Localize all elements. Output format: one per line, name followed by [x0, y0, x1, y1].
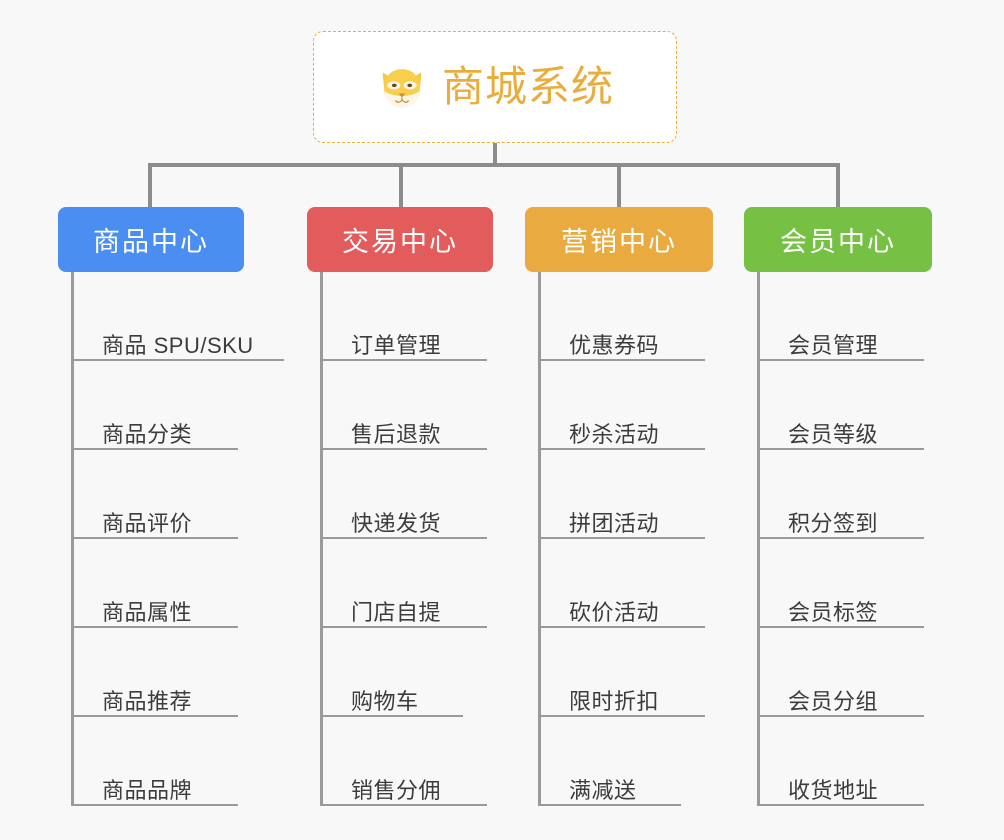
list-item[interactable]: 商品品牌: [74, 717, 254, 806]
root-node[interactable]: 商城系统: [313, 31, 677, 143]
leaf-underline: [541, 715, 705, 717]
leaf-label: 售后退款: [351, 421, 442, 447]
list-item[interactable]: 收货地址: [760, 717, 932, 806]
leaf-underline: [541, 448, 705, 450]
leaf-label: 商品推荐: [102, 688, 193, 714]
branch-product-center: 商品中心 商品 SPU/SKU 商品分类 商品评价 商品属性 商品推荐: [58, 207, 284, 806]
leaf-label: 商品品牌: [102, 777, 193, 803]
leaf-underline: [323, 715, 463, 717]
leaf-list-product-center: 商品 SPU/SKU 商品分类 商品评价 商品属性 商品推荐 商品品牌: [71, 272, 284, 806]
leaf-label: 积分签到: [788, 510, 879, 536]
leaf-underline: [760, 359, 924, 361]
leaf-underline: [760, 537, 924, 539]
list-item[interactable]: 商品推荐: [74, 628, 254, 717]
leaf-underline: [74, 448, 238, 450]
leaf-underline: [74, 804, 238, 806]
leaf-underline: [541, 359, 705, 361]
list-item[interactable]: 会员标签: [760, 539, 932, 628]
leaf-label: 商品评价: [102, 510, 193, 536]
list-item[interactable]: 购物车: [323, 628, 493, 717]
leaf-label: 购物车: [351, 688, 419, 714]
leaf-underline: [541, 804, 681, 806]
leaf-label: 会员管理: [788, 332, 879, 358]
branch-label: 商品中心: [93, 227, 209, 257]
connector-drop-member-center: [836, 163, 840, 207]
leaf-label: 快递发货: [351, 510, 442, 536]
list-item[interactable]: 会员分组: [760, 628, 932, 717]
leaf-label: 收货地址: [788, 777, 879, 803]
leaf-label: 砍价活动: [569, 599, 660, 625]
list-item[interactable]: 门店自提: [323, 539, 493, 628]
leaf-list-marketing-center: 优惠券码 秒杀活动 拼团活动 砍价活动 限时折扣 满减送: [538, 272, 713, 806]
list-item[interactable]: 商品属性: [74, 539, 254, 628]
list-item[interactable]: 优惠券码: [541, 272, 713, 361]
leaf-label: 满减送: [569, 777, 637, 803]
leaf-underline: [323, 359, 487, 361]
leaf-label: 秒杀活动: [569, 421, 660, 447]
connector-drop-product-center: [148, 163, 152, 207]
leaf-list-member-center: 会员管理 会员等级 积分签到 会员标签 会员分组 收货地址: [757, 272, 932, 806]
branch-header-trade-center[interactable]: 交易中心: [307, 207, 493, 272]
list-item[interactable]: 订单管理: [323, 272, 493, 361]
leaf-underline: [74, 715, 238, 717]
branch-member-center: 会员中心 会员管理 会员等级 积分签到 会员标签 会员分组: [744, 207, 932, 806]
branch-label: 会员中心: [780, 227, 896, 257]
leaf-underline: [74, 359, 284, 361]
leaf-label: 商品分类: [102, 421, 193, 447]
list-item[interactable]: 售后退款: [323, 361, 493, 450]
connector-drop-trade-center: [399, 163, 403, 207]
leaf-underline: [760, 804, 924, 806]
connector-drop-marketing-center: [617, 163, 621, 207]
list-item[interactable]: 商品评价: [74, 450, 254, 539]
list-item[interactable]: 砍价活动: [541, 539, 713, 628]
leaf-underline: [323, 537, 487, 539]
leaf-underline: [74, 537, 238, 539]
branch-label: 营销中心: [561, 227, 677, 257]
leaf-label: 商品属性: [102, 599, 193, 625]
list-item[interactable]: 积分签到: [760, 450, 932, 539]
shiba-dog-face-icon: [382, 69, 422, 108]
leaf-underline: [323, 448, 487, 450]
leaf-underline: [760, 715, 924, 717]
root-title: 商城系统: [441, 63, 614, 110]
list-item[interactable]: 满减送: [541, 717, 713, 806]
leaf-label: 销售分佣: [351, 777, 442, 803]
leaf-underline: [323, 626, 487, 628]
leaf-label: 会员等级: [788, 421, 879, 447]
leaf-underline: [74, 626, 238, 628]
leaf-label: 商品 SPU/SKU: [102, 332, 254, 358]
list-item[interactable]: 快递发货: [323, 450, 493, 539]
list-item[interactable]: 会员管理: [760, 272, 932, 361]
leaf-underline: [760, 448, 924, 450]
leaf-underline: [323, 804, 487, 806]
leaf-underline: [760, 626, 924, 628]
list-item[interactable]: 商品分类: [74, 361, 254, 450]
branch-marketing-center: 营销中心 优惠券码 秒杀活动 拼团活动 砍价活动 限时折扣: [525, 207, 713, 806]
connector-horizontal-bus: [148, 163, 840, 167]
branch-label: 交易中心: [342, 227, 458, 257]
leaf-underline: [541, 626, 705, 628]
leaf-label: 优惠券码: [569, 332, 660, 358]
leaf-underline: [541, 537, 705, 539]
leaf-label: 限时折扣: [569, 688, 660, 714]
branch-header-product-center[interactable]: 商品中心: [58, 207, 244, 272]
list-item[interactable]: 会员等级: [760, 361, 932, 450]
list-item[interactable]: 销售分佣: [323, 717, 493, 806]
leaf-label: 拼团活动: [569, 510, 660, 536]
leaf-label: 门店自提: [351, 599, 442, 625]
leaf-list-trade-center: 订单管理 售后退款 快递发货 门店自提 购物车 销售分佣: [320, 272, 493, 806]
list-item[interactable]: 商品 SPU/SKU: [74, 272, 284, 361]
leaf-label: 会员分组: [788, 688, 879, 714]
connector-root-stem: [493, 143, 497, 167]
list-item[interactable]: 限时折扣: [541, 628, 713, 717]
branch-header-marketing-center[interactable]: 营销中心: [525, 207, 713, 272]
branch-trade-center: 交易中心 订单管理 售后退款 快递发货 门店自提 购物车: [307, 207, 493, 806]
list-item[interactable]: 秒杀活动: [541, 361, 713, 450]
leaf-label: 订单管理: [351, 332, 442, 358]
branch-header-member-center[interactable]: 会员中心: [744, 207, 932, 272]
leaf-label: 会员标签: [788, 599, 879, 625]
list-item[interactable]: 拼团活动: [541, 450, 713, 539]
